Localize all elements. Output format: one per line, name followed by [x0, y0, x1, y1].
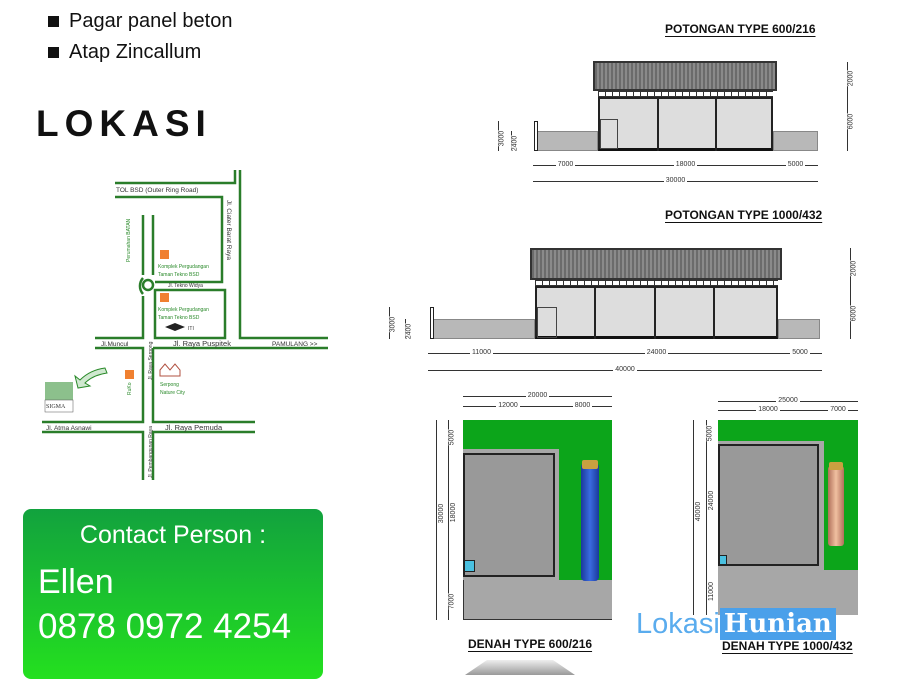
- spec-text: Pagar panel beton: [69, 10, 233, 32]
- contact-phone[interactable]: 0878 0972 4254: [38, 607, 292, 646]
- location-heading: LOKASI: [36, 103, 212, 144]
- road-label: Jl.Muncul: [101, 341, 129, 348]
- roof: [530, 248, 782, 280]
- road-label: Jl. Raya Puspitek: [173, 339, 231, 348]
- svg-text:SIGMA: SIGMA: [46, 404, 66, 410]
- warehouse-icon: [160, 250, 169, 259]
- place-label: Perumahan BATAN: [126, 218, 132, 262]
- fence: [773, 131, 818, 151]
- road-label: Jl. Raya Serpong: [148, 341, 154, 380]
- graduation-cap-icon: [165, 323, 185, 331]
- wall: [598, 97, 773, 151]
- location-map: TOL BSD (Outer Ring Road) Jl. Ciater Bar…: [42, 170, 328, 480]
- yard: [718, 570, 858, 615]
- plan-1000-title: DENAH TYPE 1000/432: [722, 639, 853, 653]
- plan-600-title: DENAH TYPE 600/216: [468, 637, 593, 651]
- place-label: RuKo: [127, 382, 133, 395]
- section-1000-title: POTONGAN TYPE 1000/432: [665, 208, 823, 222]
- roof: [593, 61, 777, 91]
- place-label: Taman Tekno BSD: [158, 315, 200, 321]
- road-label: TOL BSD (Outer Ring Road): [116, 187, 198, 194]
- road-label: Jl. Raya Pemuda: [165, 423, 223, 432]
- place-label: ITI: [188, 326, 194, 332]
- spec-item: Pagar panel beton: [48, 10, 232, 33]
- door: [600, 119, 618, 149]
- warehouse-floor: [718, 444, 819, 566]
- place-label: Komplek Pergudangan: [158, 264, 209, 270]
- road-label: Jl. Atma Asnawi: [46, 425, 92, 432]
- tank-icon: [581, 463, 599, 581]
- houses-icon: [159, 363, 181, 377]
- warehouse-icon: [160, 293, 169, 302]
- fence: [535, 131, 598, 151]
- warehouse-icon: [125, 370, 134, 379]
- toilet: [464, 560, 475, 572]
- yard: [463, 580, 612, 620]
- spec-text: Atap Zincallum: [69, 41, 202, 63]
- direction-arrow-icon: [74, 367, 108, 389]
- place-label: Serpong: [160, 382, 179, 388]
- vent: [535, 280, 778, 286]
- contact-name: Ellen: [38, 563, 114, 601]
- building-render-partial: [465, 660, 575, 675]
- road-label: Jl. Ciater Barat Raya: [225, 200, 232, 260]
- spec-item: Atap Zincallum: [48, 41, 201, 64]
- door: [537, 307, 557, 338]
- road-label: Jl. Pembangunan Raya: [148, 426, 154, 478]
- fence: [778, 319, 820, 339]
- contact-label: Contact Person :: [79, 521, 267, 549]
- contact-card: Contact Person : Ellen 0878 0972 4254: [23, 509, 323, 679]
- road-label: PAMULANG >>: [272, 341, 318, 348]
- watermark-logo: Lokasi Hunian: [636, 607, 836, 641]
- section-600-title: POTONGAN TYPE 600/216: [665, 22, 816, 36]
- bullet-icon: [48, 16, 59, 27]
- watermark-text: Lokasi: [636, 607, 720, 640]
- fence: [432, 319, 535, 339]
- road-label: Jl. Tekno Widya: [168, 283, 203, 289]
- sigma-logo: SIGMA: [44, 382, 74, 413]
- wall: [535, 286, 778, 339]
- bullet-icon: [48, 47, 59, 58]
- watermark-text: Hunian: [719, 608, 836, 640]
- place-label: Taman Tekno BSD: [158, 272, 200, 278]
- place-label: Nature City: [160, 390, 186, 396]
- warehouse-floor: [463, 453, 555, 577]
- toilet: [719, 555, 727, 565]
- vent: [598, 91, 773, 97]
- tank-icon: [828, 466, 844, 546]
- place-label: Komplek Pergudangan: [158, 307, 209, 313]
